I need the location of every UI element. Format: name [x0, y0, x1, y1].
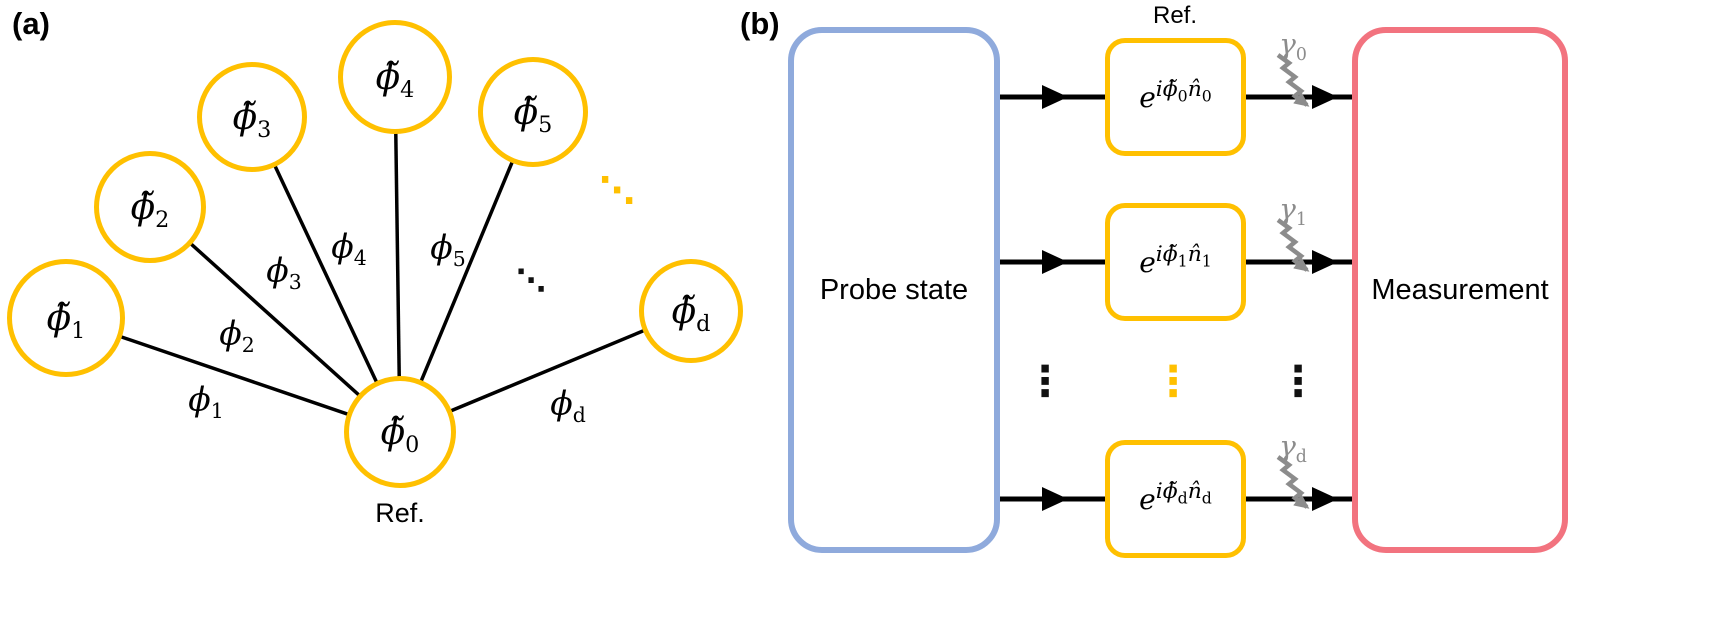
- ellipsis-black-b-right: ⋮: [1277, 356, 1321, 406]
- node-phi-tilde-0-ref: ϕ̃0: [344, 376, 456, 488]
- edge-label-phi-5: ϕ5: [430, 227, 466, 272]
- measurement-box: Measurement: [1352, 27, 1568, 553]
- arrowhead-icon: [1312, 85, 1338, 109]
- ellipsis-black-a: ⋱: [516, 263, 546, 299]
- edge-line-5: [398, 111, 535, 433]
- phase-gate-0: eiϕ̃0n̂0: [1105, 38, 1246, 156]
- edge-label-phi-4: ϕ4: [331, 226, 367, 271]
- loss-arrow-icon: [1276, 53, 1310, 107]
- edge-label-phi-d: ϕd: [550, 383, 586, 428]
- edge-line-4: [393, 76, 402, 433]
- probe-state-box: Probe state: [788, 27, 1000, 553]
- loss-arrows: [1276, 53, 1310, 509]
- probe-state-label: Probe state: [819, 273, 969, 306]
- node-label: ϕ̃1: [46, 297, 86, 344]
- gate-label: eiϕ̃1n̂1: [1139, 242, 1212, 279]
- phase-gate-d: eiϕ̃dn̂d: [1105, 440, 1246, 558]
- measurement-label: Measurement: [1371, 273, 1549, 306]
- panel-a-label: (a): [12, 6, 50, 41]
- loss-rate-label-1: γ1: [1279, 192, 1307, 231]
- loss-arrow-icon: [1276, 218, 1310, 272]
- node-phi-tilde-d: ϕ̃d: [639, 259, 743, 363]
- node-phi-tilde-3: ϕ̃3: [197, 62, 307, 172]
- panel-b-label: (b): [740, 6, 780, 41]
- ref-label-a: Ref.: [375, 498, 425, 528]
- ellipsis-orange-b: ⋮: [1152, 356, 1196, 406]
- phase-gate-1: eiϕ̃1n̂1: [1105, 203, 1246, 321]
- gate-label: eiϕ̃0n̂0: [1139, 77, 1212, 114]
- arrowhead-icon: [1042, 250, 1068, 274]
- node-phi-tilde-5: ϕ̃5: [478, 57, 588, 167]
- arrowhead-icon: [1042, 85, 1068, 109]
- gate-label: eiϕ̃dn̂d: [1139, 479, 1212, 516]
- node-phi-tilde-4: ϕ̃4: [338, 20, 452, 134]
- node-label: ϕ̃0: [380, 411, 420, 458]
- node-label: ϕ̃5: [513, 91, 553, 138]
- edge-label-phi-3: ϕ3: [266, 250, 302, 295]
- edge-label-phi-1: ϕ1: [188, 379, 224, 424]
- node-phi-tilde-1: ϕ̃1: [7, 259, 125, 377]
- loss-arrow-icon: [1276, 455, 1310, 509]
- wire-arrowheads: [1042, 85, 1338, 511]
- node-label: ϕ̃d: [671, 290, 711, 337]
- arrowhead-icon: [1042, 487, 1068, 511]
- arrowhead-icon: [1312, 250, 1338, 274]
- node-label: ϕ̃2: [130, 186, 170, 233]
- ellipsis-orange-a: ⋱: [599, 170, 635, 212]
- arrowhead-icon: [1312, 487, 1338, 511]
- node-label: ϕ̃3: [232, 96, 272, 143]
- node-label: ϕ̃4: [375, 56, 415, 103]
- ellipsis-black-b-left: ⋮: [1024, 356, 1068, 406]
- edge-label-phi-2: ϕ2: [219, 313, 255, 358]
- loss-rate-label-0: γ0: [1279, 27, 1307, 66]
- ref-label-b: Ref.: [1152, 2, 1197, 29]
- edge-line-3: [250, 116, 402, 433]
- loss-rate-label-d: γd: [1279, 429, 1307, 468]
- node-phi-tilde-2: ϕ̃2: [94, 151, 206, 263]
